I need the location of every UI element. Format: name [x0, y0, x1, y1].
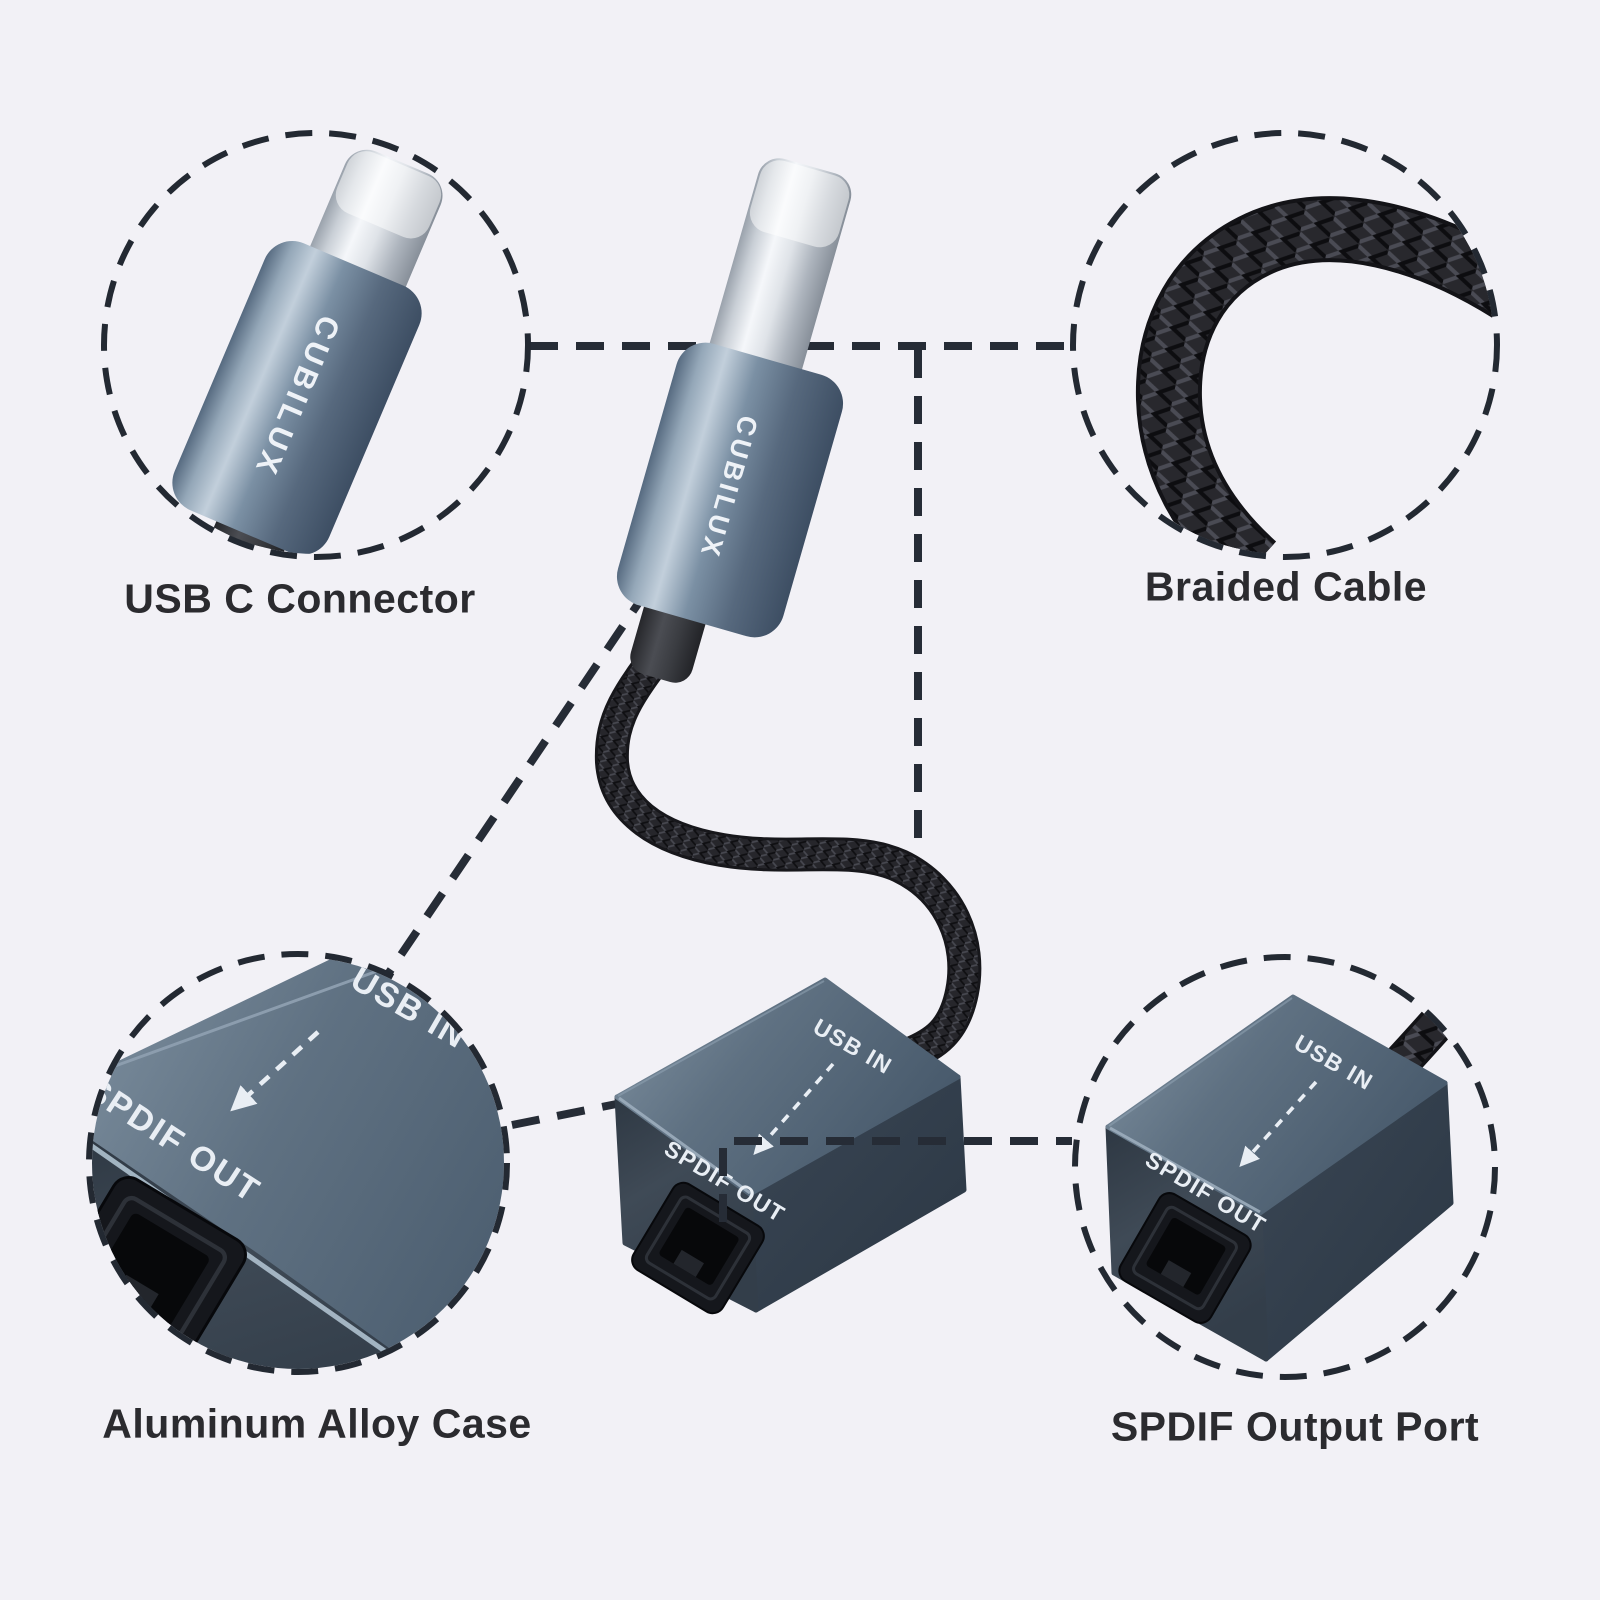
adapter-body: USB IN SPDIF OUT: [614, 977, 967, 1315]
callout-circle-spdif: [1072, 954, 1498, 1380]
spdif-closeup-port-bevel: [1132, 1205, 1238, 1311]
toslink-port: [631, 1181, 765, 1315]
spdif-closeup-port-tab: [1160, 1260, 1192, 1288]
usbc-plug-shine: [749, 160, 850, 248]
usbc-shell: [616, 342, 844, 638]
callout-circle-usbc: [101, 130, 531, 560]
spdif-closeup-port: [1118, 1192, 1252, 1324]
usbc-shell-shape: [616, 342, 844, 638]
callout-label-aluminum-case: Aluminum Alloy Case: [102, 1400, 532, 1447]
signal-arrow-closeup: [230, 1030, 320, 1112]
callout-label-usb-c-connector: USB C Connector: [124, 575, 476, 622]
spdif-port-closeup: USB IN SPDIF OUT: [1105, 960, 1492, 1362]
toslink-port-tab: [673, 1249, 704, 1277]
adapter-back-edge-highlight: [617, 980, 825, 1097]
usbc-closeup: CUBILUX: [172, 149, 443, 554]
callout-circle-aluminum: [86, 951, 510, 1375]
callout-line-spdif: [719, 1137, 1072, 1222]
adapter-edge-highlight: [618, 1096, 751, 1195]
spdif-closeup-back-edge: [1108, 997, 1293, 1127]
usbc-closeup-plug-shine: [335, 151, 442, 239]
signal-arrow-spdif-closeup: [1239, 1080, 1318, 1167]
signal-arrow: [753, 1062, 835, 1155]
braided-cable-closeup-cable: [1139, 200, 1494, 554]
spdif-closeup-edge-highlight: [1109, 1126, 1261, 1214]
braided-cable: [597, 634, 979, 1068]
toslink-port-bevel: [644, 1195, 752, 1301]
usbc-closeup-shell: [172, 241, 422, 554]
callout-label-braided-cable: Braided Cable: [1144, 563, 1428, 610]
callout-label-spdif-output-port: SPDIF Output Port: [1110, 1403, 1480, 1450]
usbc-plug: [708, 158, 852, 386]
callout-circle-braided: [1070, 130, 1500, 560]
braided-cable-closeup: [1135, 196, 1494, 554]
center-product: CUBILUX USB IN SPDIF OUT: [594, 158, 982, 1315]
aluminum-closeup-back-edge: [103, 957, 504, 1072]
usbc-closeup-shell-shape: [172, 241, 422, 554]
